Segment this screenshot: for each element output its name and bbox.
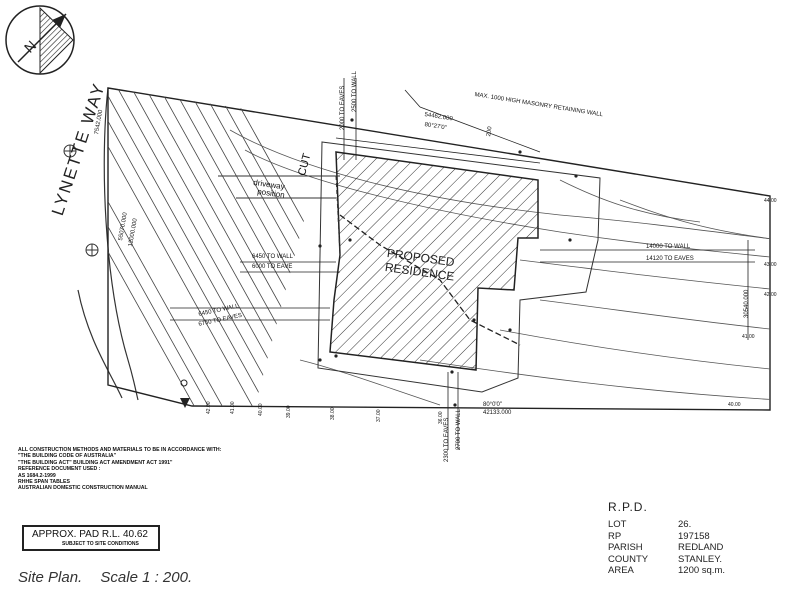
driveway: [218, 175, 341, 256]
pad-rl-subtext: SUBJECT TO SITE CONDITIONS: [62, 541, 139, 547]
rpd-row: PARISH REDLAND: [608, 542, 725, 554]
rpd-row: COUNTY STANLEY.: [608, 554, 725, 566]
contour-label: 42.00: [206, 401, 212, 414]
rpd-value: STANLEY.: [678, 553, 723, 565]
pad-rl-text: APPROX. PAD R.L. 40.62: [32, 529, 148, 540]
contour-label: 37.00: [376, 409, 382, 422]
note-line: AS 1684.2-1999: [18, 472, 56, 479]
bottom-dim-1: 2700 TO WALL: [456, 409, 462, 450]
right-contour-label: 41.00: [742, 334, 755, 340]
contour-label: 39.00: [286, 405, 292, 418]
contour-label: 40.00: [258, 403, 264, 416]
caption-title: Site Plan.: [18, 569, 83, 586]
wall-dim-2: 2500 TO WALL: [352, 71, 358, 112]
right-contour-label: 44.00: [764, 198, 777, 204]
dimension-lines: [170, 78, 755, 450]
right-contour-label: 40.00: [728, 402, 741, 408]
rpd-value: 197158: [678, 530, 710, 542]
rpd-table: LOT 26. RP 197158 PARISH REDLAND COUNTY STAN…: [608, 519, 725, 577]
proposed-residence: [329, 151, 539, 371]
caption-scale: Scale 1 : 200.: [100, 569, 193, 586]
construction-notes: ALL CONSTRUCTION METHODS AND MATERIALS T…: [18, 447, 221, 492]
dimension-ticks: [318, 118, 578, 407]
right-wall: 14000 TO WALL: [646, 244, 691, 250]
rpd-key: LOT: [608, 519, 627, 530]
rpd-value: 26.: [678, 519, 692, 530]
rpd-key: AREA: [608, 565, 634, 576]
contour-label: 41.00: [230, 401, 236, 414]
rpd-key: PARISH: [608, 542, 643, 553]
site-boundary: [107, 87, 771, 411]
left-dim-2: 6000 TO EAVE: [252, 264, 293, 270]
bottom-bearing: 80°0'0": [483, 402, 503, 408]
rpd-key: COUNTY: [608, 553, 649, 565]
note-line: REFERENCE DOCUMENT USED :: [18, 466, 101, 473]
street-tree-icon: [63, 144, 99, 257]
bottom-dim-2: 2300 TO EAVES: [444, 417, 450, 462]
rpd-key: RP: [608, 530, 622, 542]
rpd-row: LOT 26.: [608, 519, 725, 531]
note-line: "THE BUILDING CODE OF AUSTRALIA": [18, 453, 117, 460]
wall-dim-1: 2000 TO EAVES: [340, 85, 346, 130]
note-line: AUSTRALIAN DOMESTIC CONSTRUCTION MANUAL: [18, 485, 148, 492]
pad-rl-box: APPROX. PAD R.L. 40.62 SUBJECT TO SITE C…: [22, 525, 160, 551]
rpd-value: REDLAND: [678, 542, 724, 553]
dashed-line: [339, 214, 521, 346]
left-dim-1: 6450 TO WALL: [252, 254, 293, 260]
svg-text:N: N: [21, 37, 39, 55]
road-curb: [77, 87, 139, 401]
drawing-caption: Site Plan. Scale 1 : 200.: [18, 569, 206, 586]
note-line: RHHE SPAN TABLES: [18, 479, 70, 486]
north-arrow-icon: N: [5, 5, 75, 75]
rpd-value: 1200 sq.m.: [678, 565, 725, 576]
right-eaves: 14120 TO EAVES: [646, 256, 694, 262]
rpd-row: RP 197158: [608, 531, 725, 543]
rpd-row: AREA 1200 sq.m.: [608, 565, 725, 577]
note-line: "THE BUILDING ACT" BUILDING ACT AMENDMEN…: [18, 459, 173, 466]
rpd-title: R.P.D.: [608, 500, 648, 514]
contour-label: 36.00: [438, 411, 444, 424]
right-dist: 30540.000: [744, 289, 750, 318]
right-contour-label: 43.00: [764, 262, 777, 268]
survey-peg-icon: [180, 379, 190, 408]
contour-label: 38.00: [330, 407, 336, 420]
bottom-coord: 42133.000: [483, 410, 512, 416]
note-line: ALL CONSTRUCTION METHODS AND MATERIALS T…: [18, 447, 222, 453]
right-contour-label: 42.00: [764, 292, 777, 298]
building-outline: [317, 141, 601, 393]
